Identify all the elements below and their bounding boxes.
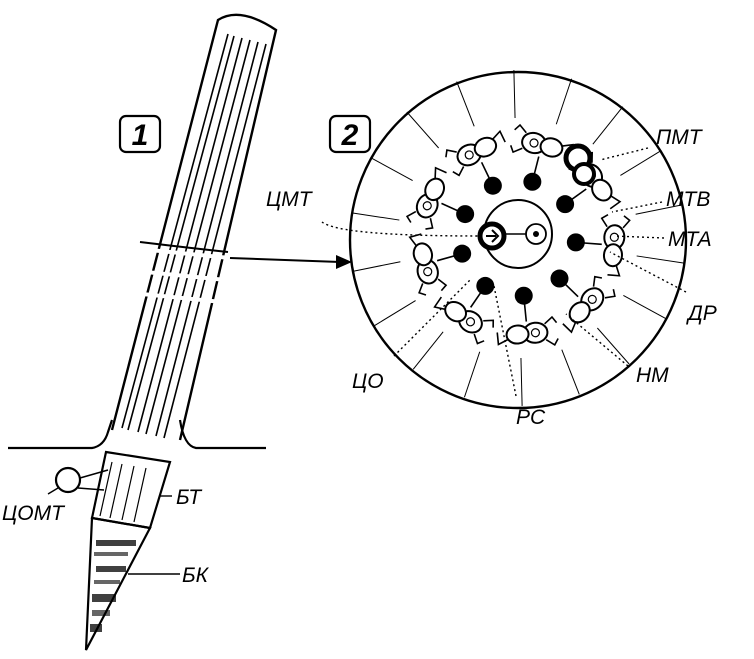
- label-pmt: ПМТ: [656, 126, 704, 149]
- label-cmt: ЦМТ: [266, 188, 314, 211]
- outer-doublets: [405, 123, 631, 347]
- radial-line: [513, 70, 516, 119]
- axoneme-lines: [121, 33, 267, 439]
- doublet-b-tubule: [424, 177, 446, 202]
- panel-1-number: 1: [132, 119, 149, 152]
- radial-line: [463, 351, 481, 398]
- dynein-arm: [592, 275, 616, 299]
- basal-root: [84, 516, 152, 651]
- radial-line: [555, 78, 573, 125]
- label-bk: БК: [182, 564, 210, 587]
- doublet-b-tubule: [473, 136, 498, 158]
- spoke-head: [483, 176, 502, 195]
- spoke-head: [453, 244, 472, 263]
- leader-lines: [321, 147, 687, 397]
- spoke-head: [514, 286, 533, 305]
- panel-1-badge: 1: [118, 114, 162, 154]
- label-tsomt: ЦОМТ: [2, 502, 66, 525]
- radial-line: [374, 300, 416, 326]
- panel-2-number: 2: [341, 119, 359, 152]
- radial-line: [456, 81, 475, 127]
- dynein-arm: [473, 319, 495, 345]
- dynein-arm: [544, 315, 559, 347]
- axoneme-cross-section: [348, 70, 688, 410]
- mtoc: [54, 466, 82, 494]
- radial-line: [596, 327, 630, 365]
- flagellum-drawing: [8, 13, 352, 651]
- label-mtb: МТВ: [666, 188, 710, 211]
- radial-line: [636, 255, 685, 264]
- radial-line: [370, 157, 413, 182]
- label-ts: ЦО: [352, 370, 384, 393]
- panel-2-badge: 2: [328, 114, 372, 154]
- radial-lines: [351, 70, 685, 406]
- radial-line: [620, 150, 662, 176]
- outer-doublet: [408, 233, 463, 296]
- nexin-link: [408, 233, 422, 247]
- label-mta: МТА: [668, 228, 712, 251]
- spoke-head: [550, 269, 569, 288]
- radial-line: [623, 294, 666, 319]
- radial-line: [412, 331, 444, 370]
- nexin-link: [562, 321, 577, 334]
- spoke-head: [523, 172, 542, 191]
- outer-doublet: [558, 275, 616, 334]
- label-bt: БТ: [176, 486, 203, 509]
- radial-line: [353, 261, 401, 272]
- spoke-head: [456, 205, 475, 224]
- radial-line: [592, 106, 624, 145]
- peripheral-tubule-b: [572, 162, 596, 186]
- outer-doublet: [433, 285, 495, 345]
- radial-line: [635, 204, 683, 215]
- doublet-b-tubule: [539, 137, 564, 158]
- dynein-arm: [509, 123, 527, 154]
- outer-doublet: [445, 129, 506, 187]
- label-nm: НМ: [636, 364, 669, 387]
- nexin-link: [433, 296, 446, 311]
- outer-doublet: [405, 166, 466, 230]
- spoke-head: [556, 195, 575, 214]
- dynein-arm: [600, 214, 631, 229]
- radial-line: [561, 349, 580, 395]
- doublet-b-tubule: [412, 242, 434, 267]
- radial-line: [520, 357, 523, 406]
- root-texture: [90, 540, 136, 632]
- radial-line: [406, 111, 440, 149]
- label-rs: РС: [516, 406, 546, 429]
- radial-line: [351, 212, 400, 221]
- outer-doublet: [575, 214, 631, 277]
- label-dr: ДР: [686, 302, 717, 325]
- dynein-arm: [405, 210, 434, 230]
- doublet-b-tubule: [568, 301, 591, 324]
- radial-spoke-heads: [453, 172, 585, 305]
- spoke-head: [476, 276, 495, 295]
- spoke-head: [566, 233, 585, 252]
- doublet-b-tubule: [602, 243, 623, 268]
- nexin-link: [434, 166, 447, 179]
- nexin-link: [492, 129, 506, 143]
- doublet-b-tubule: [505, 324, 530, 345]
- nexin-link: [607, 265, 621, 277]
- doublet-b-tubule: [591, 178, 613, 202]
- dynein-arm: [418, 278, 448, 296]
- doublet-b-tubule: [444, 300, 468, 323]
- dynein-arm: [445, 149, 465, 177]
- labels: ЦМТ ПМТ МТВ МТА ДР НМ ЦО РС ЦОМТ БТ БК: [2, 126, 717, 587]
- nexin-link: [609, 195, 622, 210]
